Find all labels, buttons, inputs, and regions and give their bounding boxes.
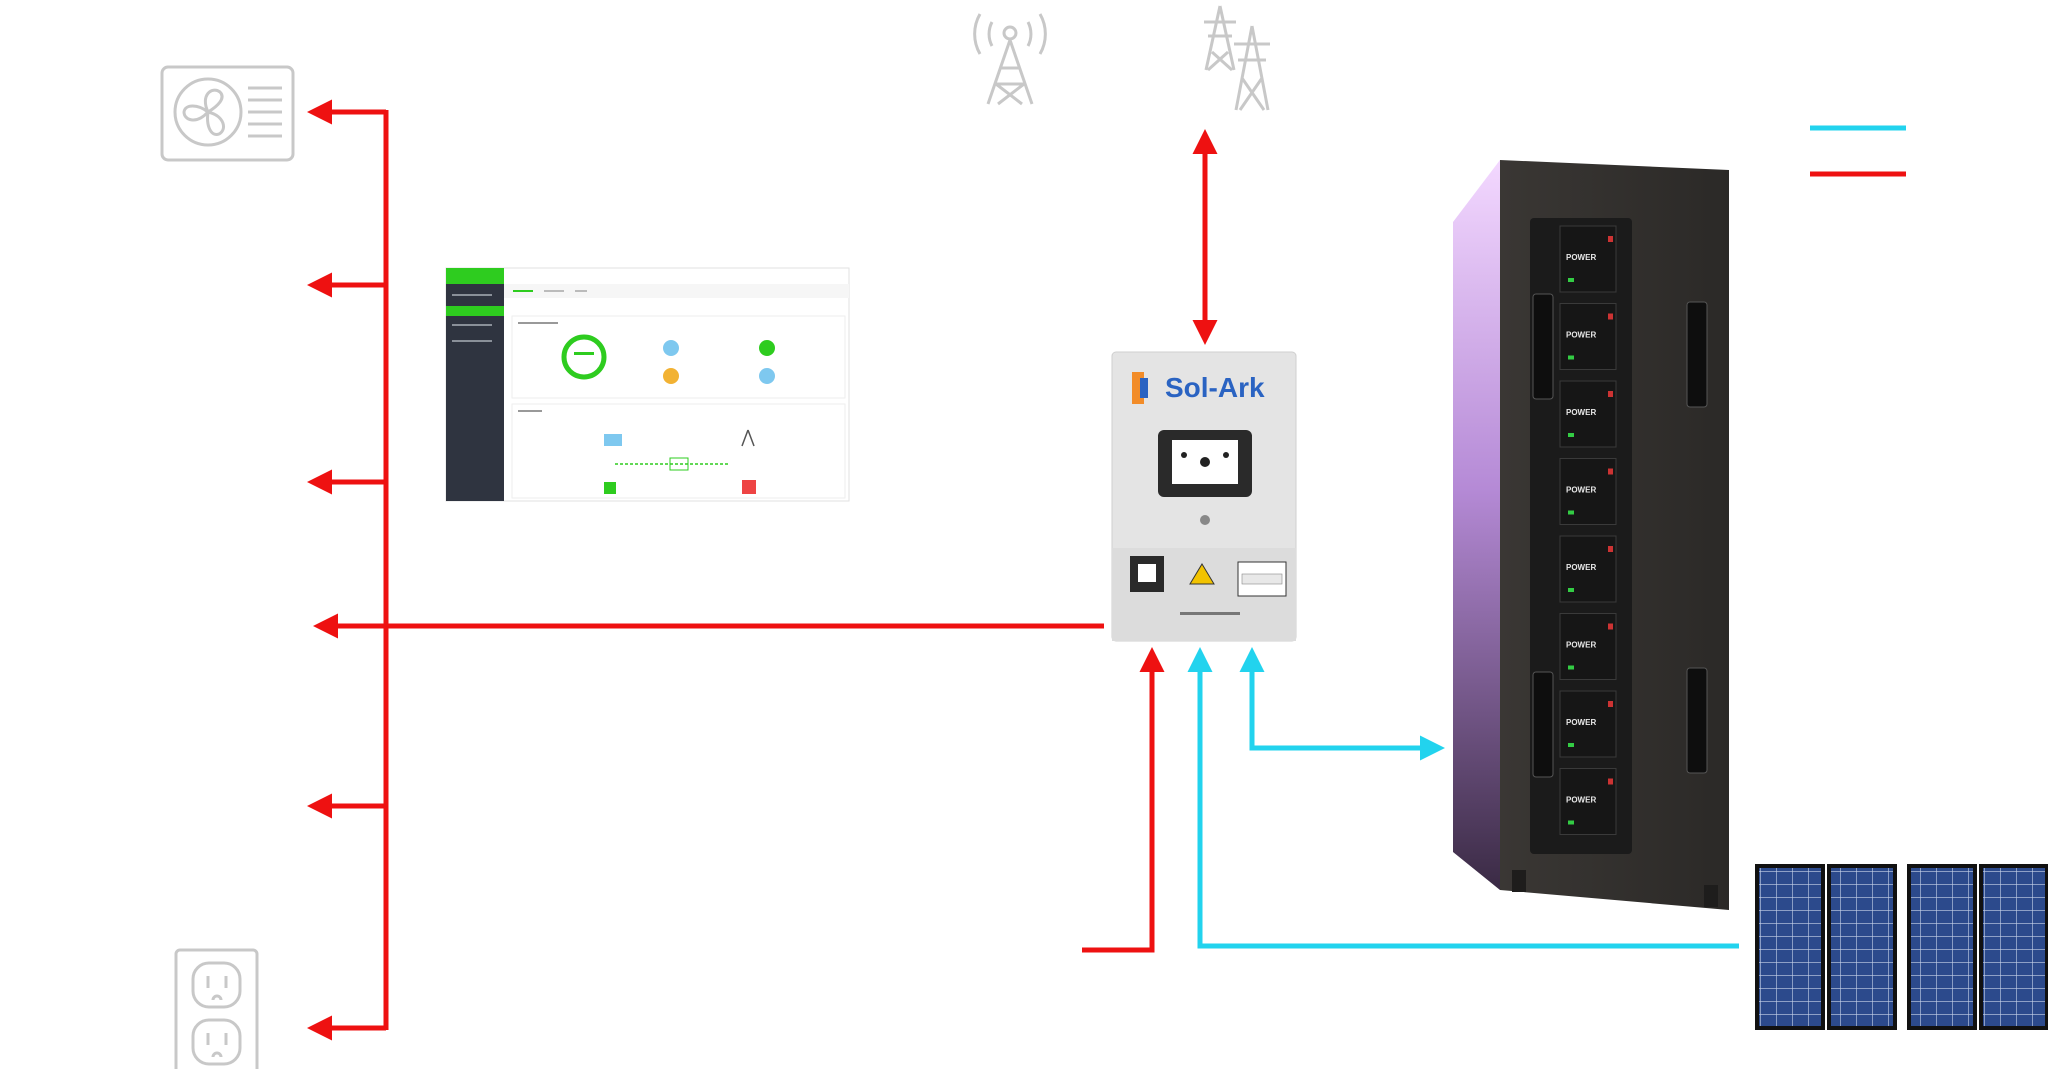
battery-module: POWER: [1559, 768, 1617, 835]
solar-panel-icon: [1755, 864, 2048, 1030]
cell-tower-icon: [973, 13, 1047, 106]
inverter-icon: Sol-Ark: [1111, 351, 1297, 642]
battery-module-label: POWER: [1566, 718, 1596, 727]
ac-wiring: [307, 99, 1218, 1041]
legend: [1810, 125, 1906, 177]
battery-cabinet-icon: POWER POWER POWER POWER POWER POWER POWER POWER: [1453, 160, 1729, 910]
battery-module: POWER: [1559, 458, 1617, 525]
battery-module-label: POWER: [1566, 486, 1596, 495]
hvac-unit-icon: [160, 65, 295, 162]
inverter-brand: Sol-Ark: [1165, 372, 1265, 403]
battery-module: POWER: [1559, 303, 1617, 370]
battery-module-label: POWER: [1566, 641, 1596, 650]
battery-module-label: POWER: [1566, 408, 1596, 417]
power-grid-icon: [1204, 5, 1270, 111]
battery-module: POWER: [1559, 380, 1617, 448]
battery-module: POWER: [1559, 535, 1617, 603]
battery-module: POWER: [1559, 613, 1617, 680]
battery-module: POWER: [1559, 225, 1617, 293]
outlet-icon: [174, 948, 259, 1069]
battery-module-label: POWER: [1566, 796, 1596, 805]
battery-module-label: POWER: [1566, 253, 1596, 262]
battery-module-label: POWER: [1566, 563, 1596, 572]
monitoring-app-icon: [445, 267, 850, 502]
battery-module-label: POWER: [1566, 331, 1596, 340]
dc-wiring: [1187, 647, 1739, 949]
battery-module: POWER: [1559, 690, 1617, 758]
